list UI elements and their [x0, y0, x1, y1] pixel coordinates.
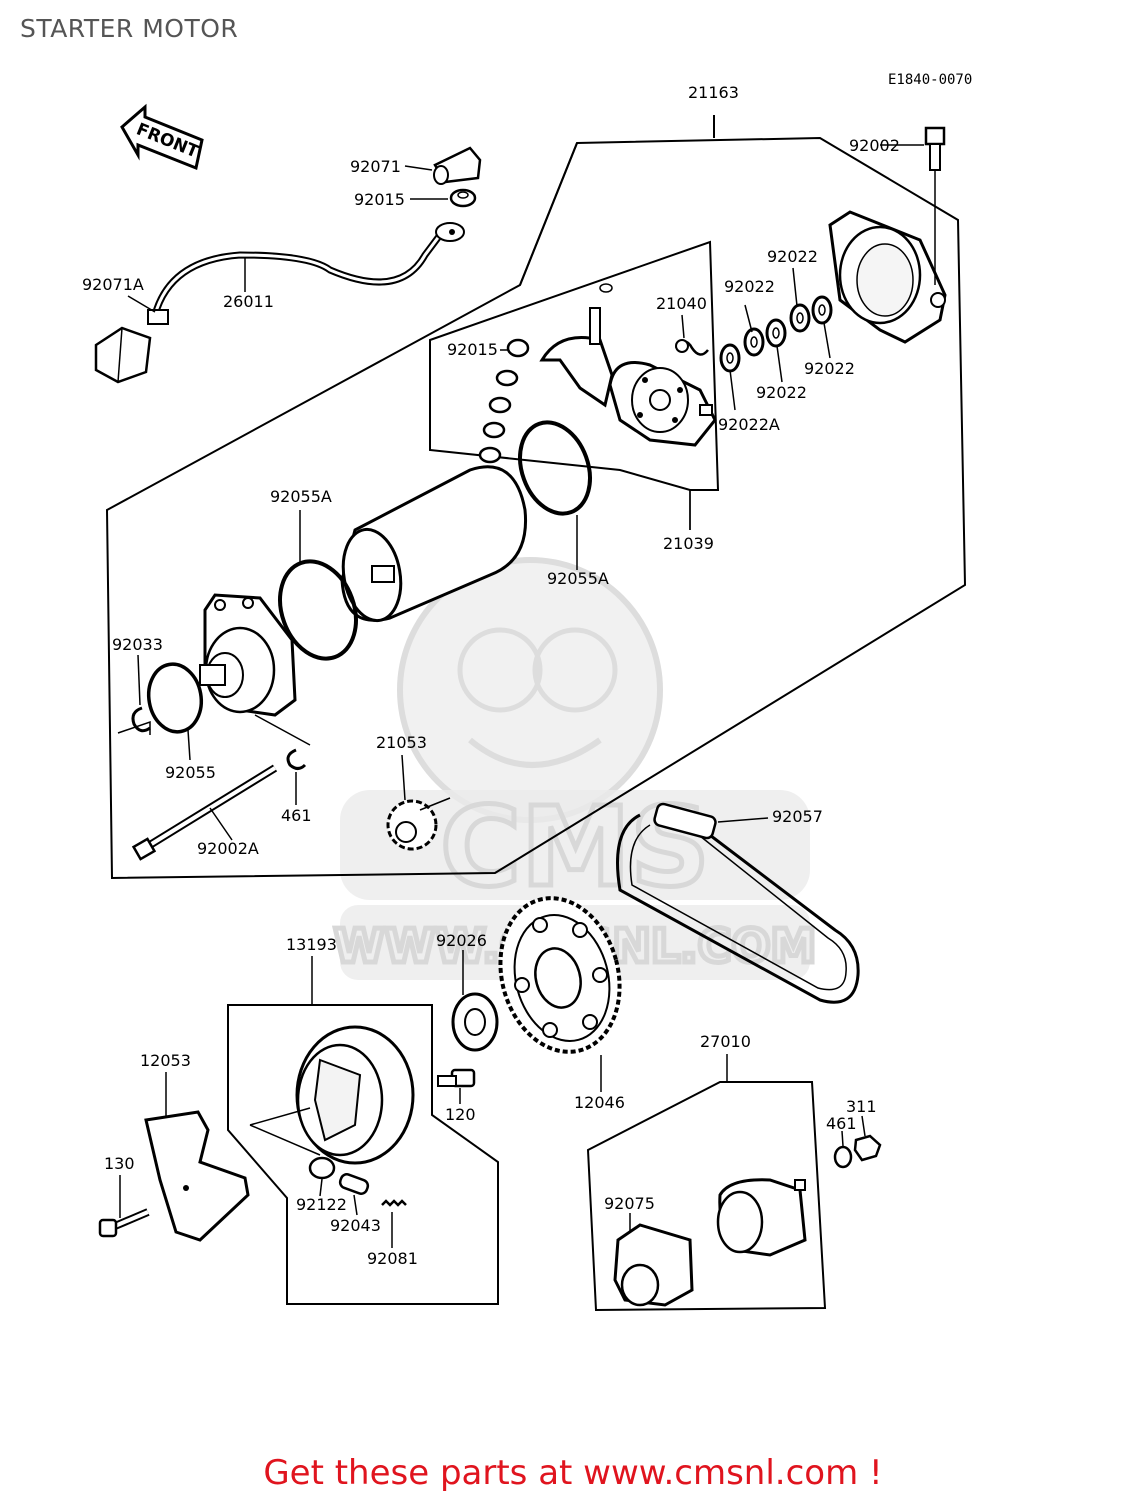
part-label-92002: 92002: [849, 136, 900, 155]
part-label-120: 120: [445, 1105, 476, 1124]
part-label-311: 311: [846, 1097, 877, 1116]
parts-store-link[interactable]: Get these parts at www.cmsnl.com !: [263, 1453, 883, 1493]
brush-plate-icon: [539, 283, 717, 447]
part-label-92015-mid: 92015: [447, 340, 498, 359]
part-label-21039: 21039: [663, 534, 714, 553]
roller-icon: [308, 1156, 336, 1180]
page-title: STARTER MOTOR: [20, 14, 239, 43]
watermark-logo-text: CMS: [440, 783, 709, 911]
clutch-bolt-icon: [437, 1068, 476, 1088]
gear-icon: [386, 797, 451, 851]
front-arrow-icon: FRONT: [120, 103, 204, 171]
part-label-27010: 27010: [700, 1032, 751, 1051]
diagram-code: E1840-0070: [888, 72, 972, 88]
sprocket-icon: [498, 896, 622, 1054]
starter-relay-icon: [716, 1178, 807, 1257]
o-ring-right-icon: [518, 420, 592, 516]
part-label-92022-c: 92022: [804, 359, 855, 378]
part-label-92022-d: 92022: [756, 383, 807, 402]
part-label-92033: 92033: [112, 635, 163, 654]
starter-motor-diagram: CMS WWW.CMSNL.COM E1840-0070 FRONT: [82, 72, 972, 1312]
front-housing-icon: [199, 593, 297, 717]
relay-washer-icon: [833, 1145, 853, 1169]
washer-stack: [719, 295, 833, 373]
part-label-92002A: 92002A: [197, 839, 259, 858]
spring-icon: [381, 1199, 407, 1207]
part-label-92055A-left: 92055A: [270, 487, 332, 506]
terminal-boot-icon: [94, 326, 152, 384]
part-label-21163: 21163: [688, 83, 739, 102]
starter-relay-frame: [586, 1081, 827, 1312]
part-label-92055: 92055: [165, 763, 216, 782]
o-ring-left-icon: [278, 559, 358, 661]
part-label-92057: 92057: [772, 807, 823, 826]
relay-nut-icon: [853, 1134, 882, 1162]
part-label-92022-b: 92022: [724, 277, 775, 296]
part-label-92043: 92043: [330, 1216, 381, 1235]
plunger-icon: [338, 1173, 370, 1195]
bracket-bolt-icon: [98, 1208, 150, 1238]
part-label-130: 130: [104, 1154, 135, 1173]
nut-icon: [449, 188, 477, 208]
part-label-92071: 92071: [350, 157, 401, 176]
part-label-21053: 21053: [376, 733, 427, 752]
drive-chain-icon: [616, 802, 860, 1004]
part-label-21040: 21040: [656, 294, 707, 313]
brush-spring-icon: [674, 339, 709, 356]
part-label-92075: 92075: [604, 1194, 655, 1213]
part-label-92022-a: 92022: [767, 247, 818, 266]
lock-washer-icon: [286, 748, 307, 770]
part-label-92081: 92081: [367, 1249, 418, 1268]
bolt-icon: [924, 126, 946, 285]
bracket-icon: [144, 1110, 250, 1242]
part-label-461-bottom: 461: [826, 1114, 857, 1133]
part-label-12046: 12046: [574, 1093, 625, 1112]
part-label-92022A: 92022A: [718, 415, 780, 434]
part-label-461-top: 461: [281, 806, 312, 825]
circlip-icon: [131, 706, 151, 733]
part-label-26011: 26011: [223, 292, 274, 311]
part-labels: 21163 92002 92071 92015 92071A 26011 920…: [82, 83, 900, 1268]
relay-cover-icon: [613, 1223, 694, 1307]
part-label-92055A-right: 92055A: [547, 569, 609, 588]
o-ring-92055-icon: [146, 662, 204, 734]
leader-lines: [119, 144, 924, 1248]
part-label-92122: 92122: [296, 1195, 347, 1214]
part-label-12053: 12053: [140, 1051, 191, 1070]
motor-assembly-frame: [105, 136, 967, 880]
part-label-92015-top: 92015: [354, 190, 405, 209]
starter-clutch-frame: [227, 1004, 499, 1305]
starter-cable: [147, 222, 465, 325]
part-label-13193: 13193: [286, 935, 337, 954]
terminal-cap-icon: [433, 146, 482, 185]
part-label-92071A: 92071A: [82, 275, 144, 294]
part-label-92026: 92026: [436, 931, 487, 950]
end-cover-icon: [828, 210, 947, 344]
starter-clutch-icon: [249, 1025, 415, 1165]
